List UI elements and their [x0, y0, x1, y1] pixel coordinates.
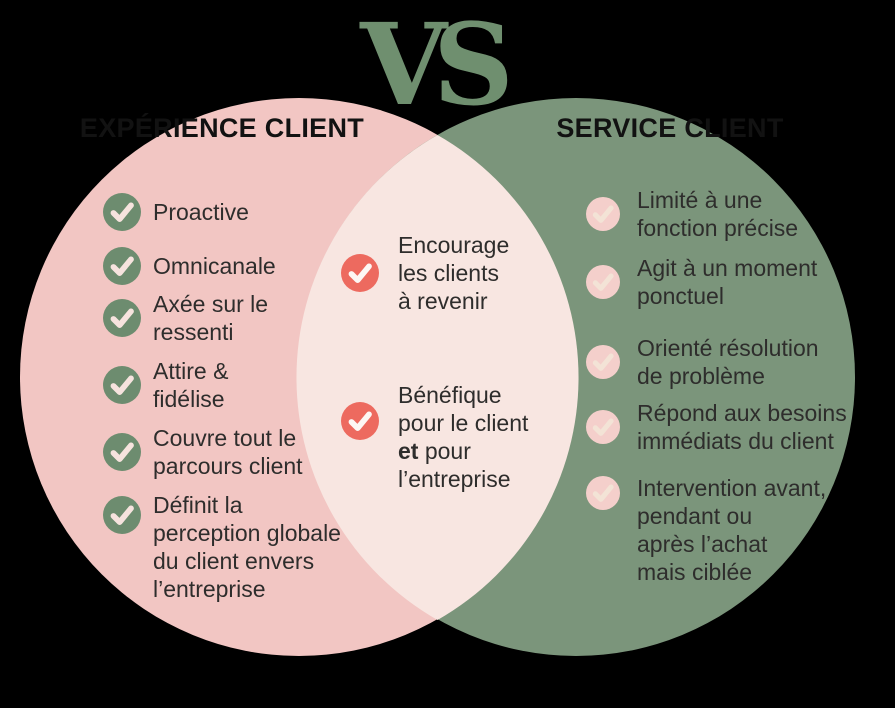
check-icon: [341, 254, 379, 292]
list-item: Omnicanale: [103, 247, 276, 285]
check-icon: [586, 410, 620, 444]
check-icon: [103, 193, 141, 231]
item-text: Limité à une fonction précise: [637, 187, 799, 241]
list-item: Axée sur le ressenti: [103, 290, 268, 346]
right-title: SERVICE CLIENT: [556, 113, 784, 143]
item-text: Attire & fidélise: [153, 358, 229, 412]
list-item: Couvre tout le parcours client: [103, 424, 303, 480]
check-icon: [586, 476, 620, 510]
check-icon: [341, 402, 379, 440]
item-text: Agit à un moment ponctuel: [637, 255, 818, 309]
left-title: EXPÉRIENCE CLIENT: [79, 113, 365, 143]
item-text: Intervention avant, pendant ou après l’a…: [637, 475, 827, 585]
vs-label: VS: [360, 0, 514, 131]
list-item: Attire & fidélise: [103, 357, 228, 413]
list-item: Orienté résolution de problème: [586, 334, 819, 390]
item-text-pre: Bénéfique pour le client: [398, 382, 529, 436]
list-item: Agit à un moment ponctuel: [586, 254, 817, 310]
list-item: Encourage les clients à revenir: [341, 231, 509, 315]
item-text: Définit la perception globale du client …: [153, 492, 341, 602]
item-text: Omnicanale: [153, 253, 276, 279]
check-icon: [103, 299, 141, 337]
item-text-post: pour l’entreprise: [398, 438, 511, 492]
list-item: Proactive: [103, 193, 249, 231]
check-icon: [103, 496, 141, 534]
item-text: Répond aux besoins immédiats du client: [637, 400, 847, 454]
list-item: Répond aux besoins immédiats du client: [586, 399, 847, 455]
list-item: Limité à une fonction précise: [586, 186, 798, 242]
list-item: Intervention avant, pendant ou après l’a…: [586, 474, 826, 586]
item-text: Proactive: [153, 199, 249, 225]
check-icon: [586, 265, 620, 299]
check-icon: [103, 433, 141, 471]
check-icon: [586, 345, 620, 379]
check-icon: [586, 197, 620, 231]
list-item: Définit la perception globale du client …: [103, 491, 341, 603]
item-text: Couvre tout le parcours client: [153, 425, 303, 479]
check-icon: [103, 366, 141, 404]
item-text: Axée sur le ressenti: [153, 291, 269, 345]
item-text: Bénéfique pour le client et pour l’entre…: [398, 381, 528, 493]
check-icon: [103, 247, 141, 285]
item-text: Orienté résolution de problème: [637, 335, 819, 389]
item-text: Encourage les clients à revenir: [398, 232, 510, 314]
list-item: Bénéfique pour le client et pour l’entre…: [341, 381, 528, 493]
item-text-bold: et: [398, 438, 419, 464]
